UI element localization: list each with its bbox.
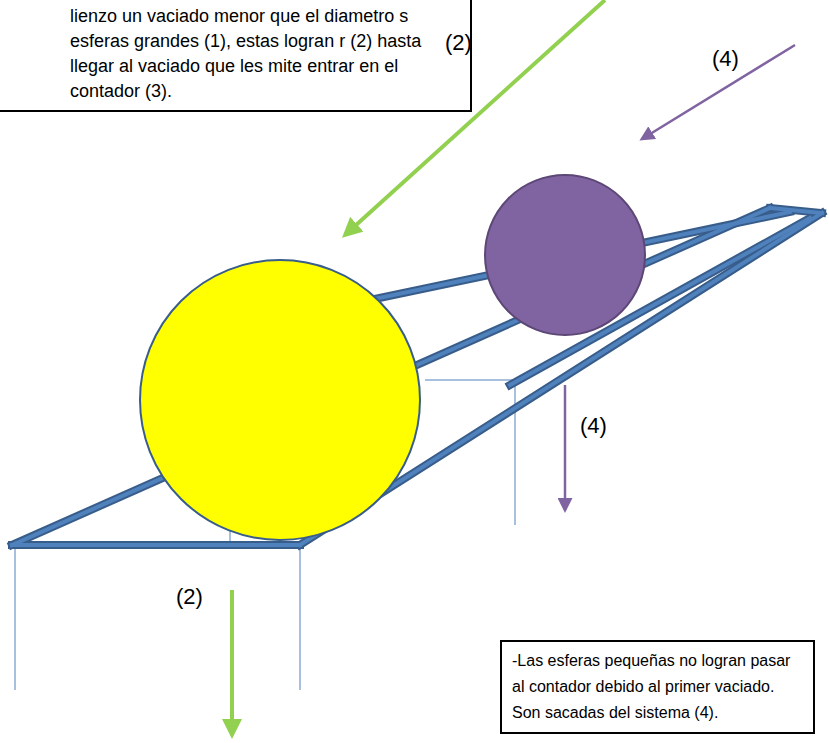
callout-number: (2) (445, 30, 472, 56)
rail (12, 208, 770, 545)
callout-number: (4) (712, 46, 739, 72)
rail (12, 543, 300, 547)
large-sphere (140, 260, 420, 540)
flow-arrow (642, 45, 795, 139)
callout-number: (2) (176, 584, 203, 610)
note-text: -Las esferas pequeñas no logran pasar al… (512, 648, 803, 726)
note-box: -Las esferas pequeñas no logran pasar al… (500, 640, 815, 734)
flow-arrow (564, 385, 567, 510)
note-box: lienzo un vaciado menor que el diametro … (0, 0, 472, 112)
rail-outline (12, 208, 770, 545)
rail-outline (12, 541, 300, 549)
small-sphere (485, 175, 645, 335)
rail (770, 208, 822, 213)
rail-frame (12, 208, 822, 545)
callout-number: (4) (580, 413, 607, 439)
flow-arrow (230, 590, 234, 735)
note-text: lienzo un vaciado menor que el diametro … (70, 4, 462, 104)
